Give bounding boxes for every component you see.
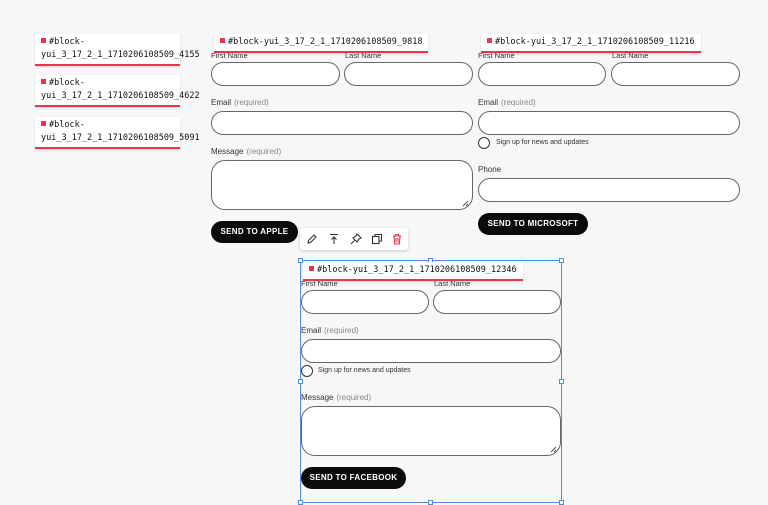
last-name-label: Last Name [345, 51, 382, 60]
email-input[interactable] [211, 111, 473, 135]
email-label: Email(required) [301, 326, 359, 335]
resize-handle[interactable] [559, 379, 564, 384]
block-marker-icon [309, 266, 314, 271]
block-marker-icon [41, 79, 46, 84]
last-name-input[interactable] [344, 62, 473, 86]
sidebar-block-2[interactable]: #block- yui_3_17_2_1_1710206108509_4622 [35, 75, 200, 107]
resize-grip-icon[interactable] [462, 200, 469, 207]
newsletter-checkbox[interactable] [301, 365, 313, 377]
block-marker-icon [220, 38, 225, 43]
send-to-apple-button[interactable]: SEND TO APPLE [211, 221, 298, 243]
send-to-microsoft-button[interactable]: SEND TO MICROSOFT [478, 213, 588, 235]
send-to-facebook-button[interactable]: SEND TO FACEBOOK [301, 467, 406, 489]
resize-handle[interactable] [559, 258, 564, 263]
email-input[interactable] [301, 339, 561, 363]
message-label: Message(required) [301, 393, 372, 402]
message-label: Message(required) [211, 147, 282, 156]
message-textarea[interactable] [301, 406, 561, 456]
edit-icon[interactable] [305, 232, 319, 246]
message-textarea[interactable] [211, 160, 473, 210]
move-top-icon[interactable] [327, 232, 341, 246]
email-label: Email(required) [478, 98, 536, 107]
resize-handle[interactable] [559, 500, 564, 505]
last-name-input[interactable] [611, 62, 740, 86]
email-label: Email(required) [211, 98, 269, 107]
first-name-input[interactable] [301, 290, 429, 314]
block-marker-icon [41, 38, 46, 43]
email-input[interactable] [478, 111, 740, 135]
first-name-label: First Name [478, 51, 515, 60]
last-name-label: Last Name [612, 51, 649, 60]
duplicate-icon[interactable] [370, 232, 384, 246]
last-name-label: Last Name [434, 279, 471, 288]
first-name-input[interactable] [478, 62, 606, 86]
first-name-label: First Name [301, 279, 338, 288]
resize-handle[interactable] [298, 258, 303, 263]
first-name-input[interactable] [211, 62, 340, 86]
newsletter-label: Sign up for news and updates [496, 139, 589, 146]
resize-grip-icon[interactable] [550, 446, 557, 453]
block-toolbar [300, 228, 408, 250]
newsletter-checkbox[interactable] [478, 137, 490, 149]
form-facebook-tag[interactable]: #block-yui_3_17_2_1_1710206108509_12346 [303, 262, 523, 281]
pin-icon[interactable] [349, 232, 363, 246]
sidebar-block-1[interactable]: #block- yui_3_17_2_1_1710206108509_4155 [35, 34, 200, 66]
resize-handle[interactable] [428, 500, 433, 505]
newsletter-label: Sign up for news and updates [318, 367, 411, 374]
delete-icon[interactable] [390, 232, 404, 246]
first-name-label: First Name [211, 51, 248, 60]
sidebar-block-3[interactable]: #block- yui_3_17_2_1_1710206108509_5091 [35, 117, 200, 149]
resize-handle[interactable] [298, 500, 303, 505]
form-apple-tag[interactable]: #block-yui_3_17_2_1_1710206108509_9818 [214, 34, 429, 53]
form-microsoft-tag[interactable]: #block-yui_3_17_2_1_1710206108509_11216 [481, 34, 701, 53]
resize-handle[interactable] [298, 379, 303, 384]
block-marker-icon [487, 38, 492, 43]
block-marker-icon [41, 121, 46, 126]
last-name-input[interactable] [433, 290, 561, 314]
phone-label: Phone [478, 165, 502, 174]
phone-input[interactable] [478, 178, 740, 202]
